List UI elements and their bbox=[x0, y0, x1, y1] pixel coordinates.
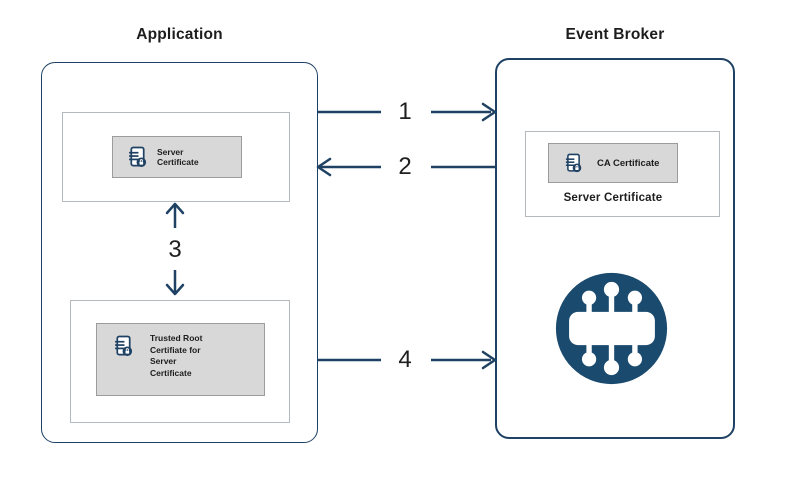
certificate-icon bbox=[129, 146, 147, 167]
event-broker-box bbox=[495, 58, 735, 439]
step-3-number: 3 bbox=[168, 236, 182, 263]
arrow-step-4 bbox=[318, 350, 497, 370]
step-2-number: 2 bbox=[398, 153, 412, 180]
step-1-number: 1 bbox=[398, 98, 412, 125]
step-4-number: 4 bbox=[398, 346, 412, 373]
arrow-step-2 bbox=[316, 157, 496, 177]
server-certificate-label: Server Certificate bbox=[157, 146, 199, 168]
event-broker-title: Event Broker bbox=[565, 26, 665, 43]
certificate-icon bbox=[115, 335, 133, 357]
certificate-icon bbox=[565, 153, 582, 172]
application-title: Application bbox=[136, 26, 223, 43]
trusted-root-chip: Trusted Root Certifiate for Server Certi… bbox=[96, 323, 265, 396]
server-certificate-chip: Server Certificate bbox=[112, 136, 242, 178]
broker-server-certificate-label: Server Certificate bbox=[563, 192, 663, 204]
arrow-step-1 bbox=[318, 102, 497, 122]
ca-certificate-label: CA Certificate bbox=[597, 157, 660, 169]
event-broker-icon bbox=[555, 272, 668, 385]
ca-certificate-chip: CA Certificate bbox=[548, 143, 678, 183]
trusted-root-label: Trusted Root Certifiate for Server Certi… bbox=[150, 333, 203, 378]
arrow-step-3 bbox=[165, 202, 185, 296]
